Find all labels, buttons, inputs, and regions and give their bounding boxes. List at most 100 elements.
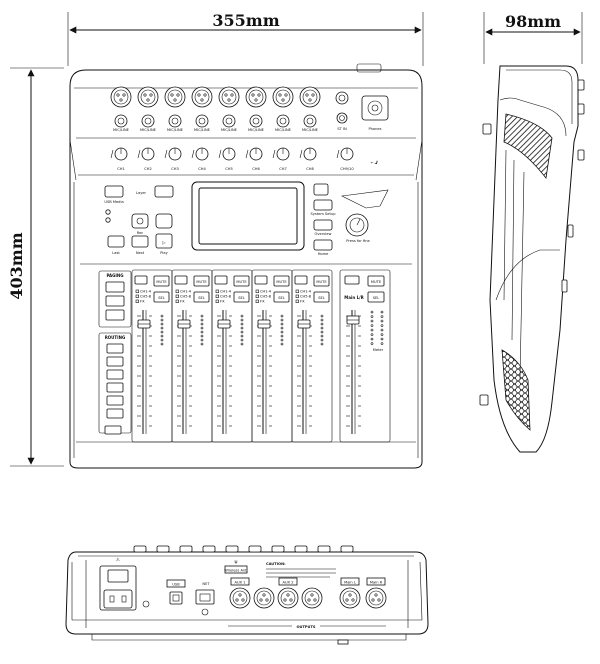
- main-fader[interactable]: [346, 310, 361, 434]
- jack-input-3[interactable]: [168, 114, 182, 128]
- paging-label: PAGING: [106, 273, 123, 278]
- sel-button-1[interactable]: [153, 291, 170, 303]
- paging-button-1[interactable]: [105, 281, 125, 293]
- solo-button-3[interactable]: [214, 275, 228, 285]
- last-button[interactable]: [107, 235, 125, 248]
- mute-button-2[interactable]: [193, 275, 210, 287]
- main-solo-button[interactable]: [344, 275, 360, 285]
- solo-button-1[interactable]: [134, 275, 148, 285]
- power-switch[interactable]: [107, 569, 129, 583]
- play-button[interactable]: [155, 233, 173, 249]
- next-button[interactable]: [131, 235, 149, 248]
- main-mute-button[interactable]: [367, 275, 385, 287]
- side-vent-grille: [501, 349, 531, 431]
- mute-button-1[interactable]: [153, 275, 170, 287]
- home-label: Home: [318, 252, 329, 256]
- xlr-input-3[interactable]: [164, 86, 186, 108]
- jack-input-8[interactable]: [303, 114, 317, 128]
- gain-knob-6[interactable]: [245, 147, 263, 161]
- overview-button[interactable]: [313, 219, 333, 231]
- encoder-hint: Press for fine: [346, 239, 370, 243]
- display-corner-button[interactable]: [313, 183, 329, 196]
- gain-knob-1[interactable]: [110, 147, 128, 161]
- xlr-input-4[interactable]: [191, 86, 213, 108]
- gain-knob-5[interactable]: [218, 147, 236, 161]
- system-setup-button[interactable]: [313, 199, 333, 211]
- main-sel-button[interactable]: [367, 291, 385, 303]
- fader-3[interactable]: [217, 310, 232, 434]
- fader-5[interactable]: [297, 310, 312, 434]
- xlr-input-5[interactable]: [218, 86, 240, 108]
- gain-knob-4[interactable]: [191, 147, 209, 161]
- strip-check-label-2-3: FX: [180, 300, 185, 304]
- xlr-input-2[interactable]: [137, 86, 159, 108]
- touch-display[interactable]: [198, 187, 298, 245]
- jack-input-1[interactable]: [114, 114, 128, 128]
- gain-knob-8[interactable]: [299, 147, 317, 161]
- home-button[interactable]: [313, 239, 333, 251]
- sel-button-3[interactable]: [233, 291, 250, 303]
- routing-button-4[interactable]: [106, 382, 124, 393]
- xlr-input-8[interactable]: [299, 86, 321, 108]
- side-knob-3: [577, 149, 585, 161]
- gain-knob-2[interactable]: [137, 147, 155, 161]
- outputs-label: OUTPUTS: [296, 625, 315, 629]
- usb-media-button[interactable]: [104, 185, 124, 198]
- usb-port[interactable]: [169, 591, 183, 605]
- strip-check-label-4-1: CH1-4: [260, 290, 272, 294]
- xlr-input-6[interactable]: [245, 86, 267, 108]
- mute-button-3[interactable]: [233, 275, 250, 287]
- routing-button-1[interactable]: [106, 343, 124, 354]
- sel-button-5[interactable]: [313, 291, 330, 303]
- jack-input-6[interactable]: [249, 114, 263, 128]
- rec-button[interactable]: [131, 213, 149, 229]
- sd-card-slot[interactable]: [104, 425, 122, 435]
- jack-input-4[interactable]: [195, 114, 209, 128]
- solo-button-5[interactable]: [294, 275, 308, 285]
- gain-knob-7[interactable]: [272, 147, 290, 161]
- st-in-jack-1[interactable]: [335, 91, 349, 105]
- sel-button-2[interactable]: [193, 291, 210, 303]
- rear-knob-top-2: [156, 545, 170, 553]
- routing-button-6[interactable]: [106, 408, 124, 419]
- mute-button-4[interactable]: [273, 275, 290, 287]
- net-ethernet-port[interactable]: [195, 589, 215, 605]
- xlr-input-7[interactable]: [272, 86, 294, 108]
- paging-button-2[interactable]: [105, 295, 125, 307]
- wireless-ant-box: [224, 565, 248, 574]
- jack-input-2[interactable]: [141, 114, 155, 128]
- output-xlr-3[interactable]: [277, 587, 299, 609]
- play-label: Play: [160, 251, 168, 255]
- routing-button-3[interactable]: [106, 369, 124, 380]
- strip-meter-3: [240, 314, 244, 346]
- jack-input-7[interactable]: [276, 114, 290, 128]
- xlr-input-1[interactable]: [110, 86, 132, 108]
- fader-2[interactable]: [177, 310, 192, 434]
- output-xlr-6[interactable]: [365, 587, 387, 609]
- fader-1[interactable]: [137, 310, 152, 434]
- fader-4[interactable]: [257, 310, 272, 434]
- st-in-jack-2[interactable]: [336, 112, 348, 124]
- sel-button-4[interactable]: [273, 291, 290, 303]
- output-xlr-5[interactable]: [339, 587, 361, 609]
- output-xlr-1[interactable]: [229, 587, 251, 609]
- output-xlr-4[interactable]: [301, 587, 323, 609]
- solo-button-2[interactable]: [174, 275, 188, 285]
- gain-knob-3[interactable]: [164, 147, 182, 161]
- phones-jack[interactable]: [361, 95, 389, 121]
- iec-power-socket[interactable]: [103, 589, 133, 609]
- usb-menu-button[interactable]: [155, 213, 173, 229]
- solo-button-4[interactable]: [254, 275, 268, 285]
- mute-button-5[interactable]: [313, 275, 330, 287]
- jack-input-5[interactable]: [222, 114, 236, 128]
- output-xlr-2[interactable]: [253, 587, 275, 609]
- routing-button-2[interactable]: [106, 356, 124, 367]
- display-screen-bezel: [191, 181, 305, 251]
- paging-button-3[interactable]: [105, 309, 125, 321]
- knob-label-2: CH2: [144, 167, 152, 171]
- layer-button[interactable]: [154, 185, 174, 198]
- gain-knob-9[interactable]: [336, 147, 354, 161]
- routing-button-5[interactable]: [106, 395, 124, 406]
